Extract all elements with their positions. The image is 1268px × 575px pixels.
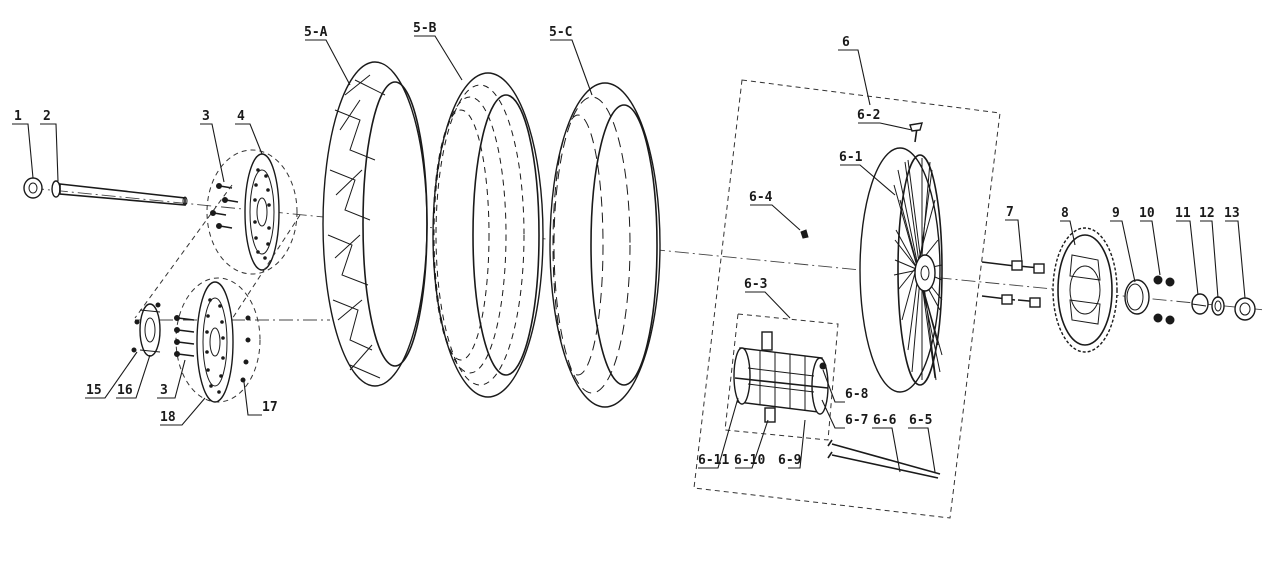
label-17: 17 [262,400,278,415]
label-6-7: 6-7 [845,413,868,428]
label-5c: 5-C [549,25,572,40]
leader-lines [12,35,1246,473]
valve-cap-6-4 [800,229,809,239]
label-8: 8 [1061,206,1069,221]
axle-shaft [51,180,188,206]
label-18: 18 [160,410,176,425]
tire-5a [322,61,428,387]
label-6-10: 6-10 [734,453,765,468]
label-6: 6 [842,35,850,50]
label-5b: 5-B [413,21,437,36]
callout-labels: 1 2 3 4 5-A 5-B 5-C 6 6-2 6-1 6-4 6-3 7 … [14,21,1240,468]
label-4: 4 [237,109,245,124]
label-6-2: 6-2 [857,108,880,123]
hub-6-3 [733,331,829,423]
label-9: 9 [1112,206,1120,221]
hub-flange [139,303,161,357]
bolts-7 [981,260,1045,308]
assembly-box-6-3 [724,313,839,441]
sprocket-8 [1052,227,1118,353]
label-6-9: 6-9 [778,453,801,468]
label-5a: 5-A [304,25,328,40]
label-16: 16 [117,383,133,398]
assembly-box-6 [693,79,1001,519]
label-1: 1 [14,109,22,124]
small-screws-lower [131,302,251,383]
disc-bolts-upper [210,183,239,229]
brake-disc-lower [175,277,261,403]
label-6-11: 6-11 [698,453,729,468]
bearing-11 [1191,293,1209,315]
label-6-5: 6-5 [909,413,932,428]
label-6-6: 6-6 [873,413,897,428]
tire-5c [549,82,661,408]
label-2: 2 [43,109,51,124]
label-10: 10 [1139,206,1155,221]
label-11: 11 [1175,206,1191,221]
spokes-6-5-6-6 [827,439,941,479]
label-6-3: 6-3 [744,277,767,292]
spacer-13 [1234,297,1256,321]
label-3-lower: 3 [160,383,168,398]
axle-nut [23,177,43,199]
valve-6-2 [909,122,923,143]
bearing-12 [1211,296,1225,316]
spacer-ring-9 [1124,279,1150,315]
disc-bolts-lower [174,315,195,357]
brake-disc-upper [206,149,298,275]
label-15: 15 [86,383,102,398]
label-12: 12 [1199,206,1215,221]
rim-6-1 [859,147,943,393]
nuts-10 [1153,275,1175,325]
label-6-1: 6-1 [839,150,863,165]
label-6-4: 6-4 [749,190,773,205]
label-13: 13 [1224,206,1240,221]
label-7: 7 [1006,205,1014,220]
label-3-upper: 3 [202,109,210,124]
tire-5b [432,72,544,398]
label-6-8: 6-8 [845,387,869,402]
